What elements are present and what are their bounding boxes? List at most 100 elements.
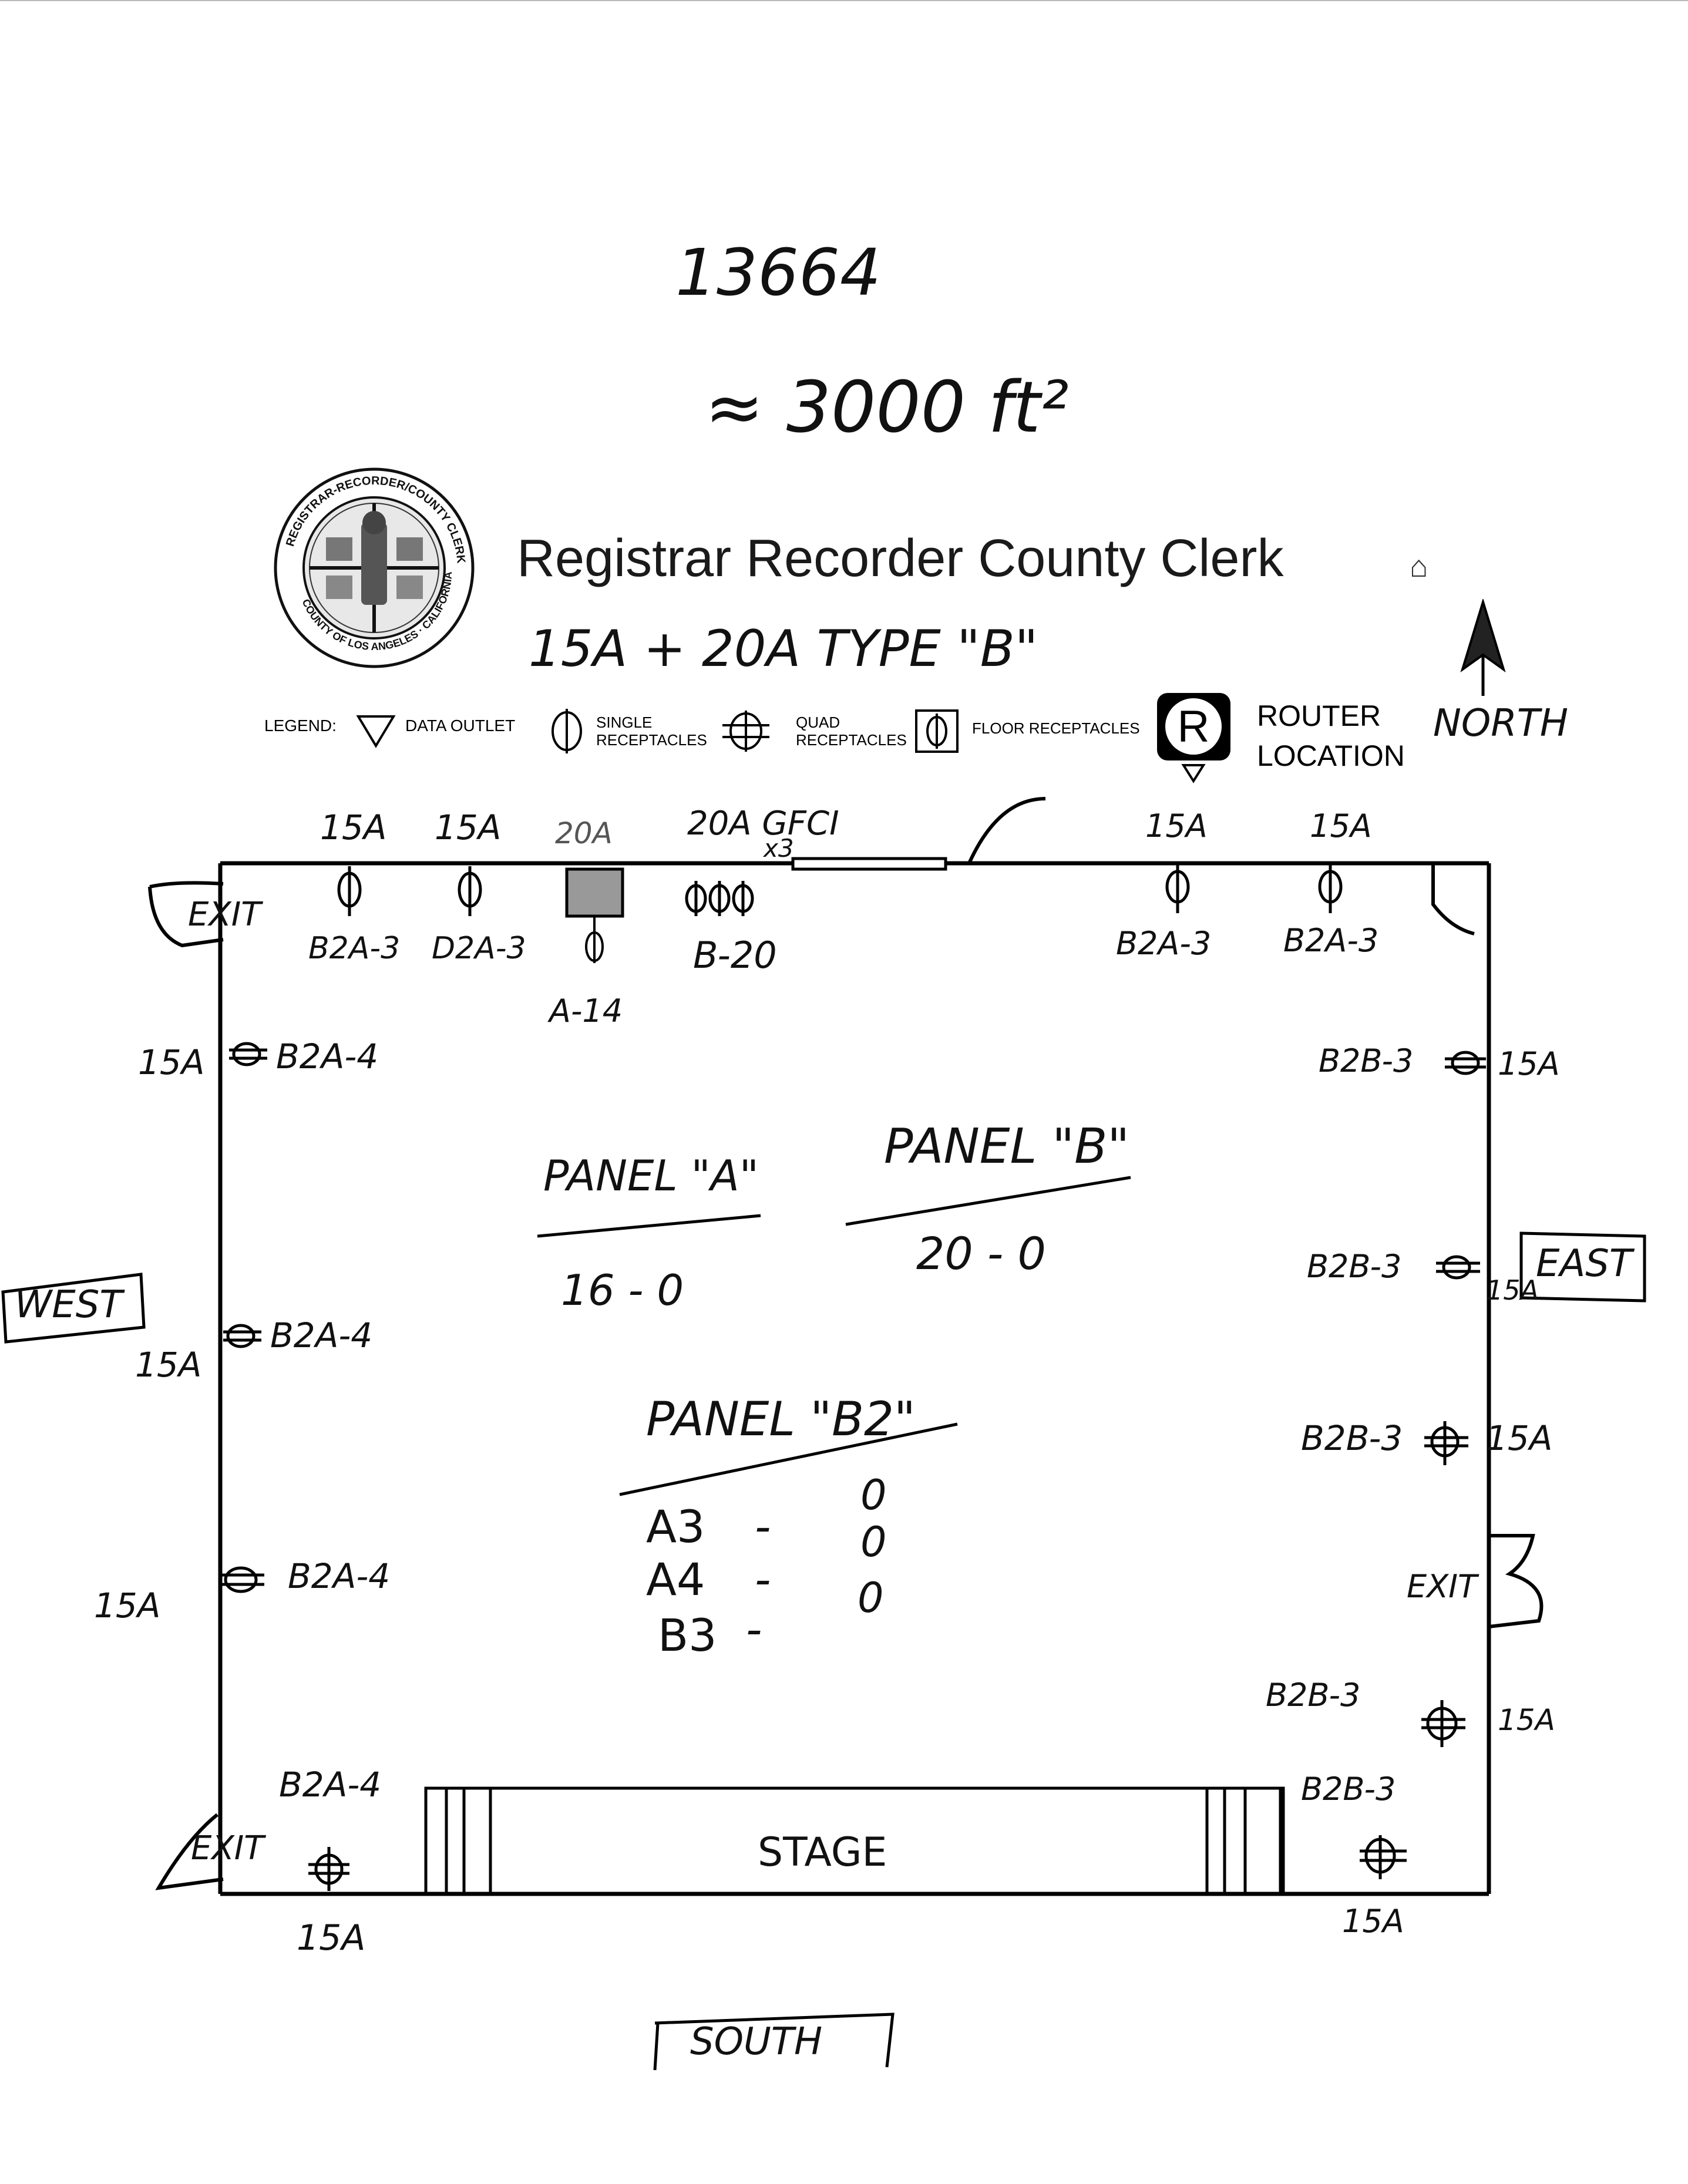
floor-receptacle-r3 [565, 867, 624, 963]
gfci-receptacles [685, 881, 754, 916]
north-arrow-icon [1442, 599, 1512, 699]
b2-row-circuit: A4 [646, 1553, 705, 1606]
county-seal-logo: REGISTRAR-RECORDER/COUNTY CLERK COUNTY O… [273, 467, 476, 669]
panel-a-title: PANEL "A" [543, 1151, 759, 1200]
e4-amp: 15A [1498, 1703, 1555, 1737]
e2-circuit: B2B-3 [1307, 1248, 1402, 1285]
south-box [653, 2013, 895, 2071]
r3-circuit: A-14 [549, 992, 623, 1029]
single-receptacle-r1 [337, 866, 362, 916]
b2-row-circuit: A3 [646, 1500, 705, 1553]
east-label: EAST [1536, 1242, 1632, 1286]
quad-receptacle-w3 [220, 1566, 264, 1593]
home-icon: ⌂ [1410, 550, 1428, 584]
r2-circuit: D2A-3 [432, 931, 526, 966]
panel-b2-title: PANEL "B2" [646, 1392, 916, 1446]
r5-circuit: B2A-3 [1116, 925, 1212, 962]
b2-row-dash: - [755, 1553, 771, 1606]
panel-b-value: 20 - 0 [916, 1227, 1046, 1280]
b2-row-value: 0 [860, 1471, 887, 1519]
west-label: WEST [15, 1283, 123, 1327]
w1-circuit: B2A-4 [276, 1037, 379, 1076]
panel-b-title: PANEL "B" [884, 1119, 1130, 1175]
door-swing-north [967, 797, 1046, 864]
quad-receptacle-e1 [1445, 1051, 1486, 1075]
e3-amp: 15A [1486, 1418, 1553, 1458]
r5-amp: 15A [1145, 807, 1208, 844]
w1-amp: 15A [138, 1042, 205, 1082]
r6-amp: 15A [1310, 807, 1372, 844]
east-box [1519, 1231, 1646, 1303]
panel-a-value: 16 - 0 [561, 1266, 684, 1315]
north-label: NORTH [1433, 702, 1568, 745]
b2-row-value: 0 [860, 1518, 887, 1566]
quad-receptacle-sw [308, 1847, 349, 1891]
se-circuit: B2B-3 [1301, 1771, 1396, 1808]
legend-floor: FLOOR RECEPTACLES [972, 719, 1140, 737]
b2-row-value: 0 [858, 1574, 884, 1622]
quad-receptacle-e2 [1436, 1255, 1480, 1280]
exit-label-sw: EXIT [191, 1829, 264, 1867]
r2-amp: 15A [435, 807, 502, 847]
room-outline [218, 861, 1491, 1896]
quad-receptacle-se [1360, 1835, 1407, 1879]
w2-amp: 15A [135, 1345, 202, 1385]
r1-circuit: B2A-3 [308, 931, 401, 966]
panel-b2-underline [619, 1422, 958, 1496]
r6-circuit: B2A-3 [1283, 922, 1379, 959]
single-receptacle-r6 [1318, 864, 1343, 913]
type-note: 15A + 20A TYPE "B" [529, 620, 1038, 678]
legend-router-line2: LOCATION [1257, 739, 1405, 772]
legend-single: SINGLE RECEPTACLES [596, 714, 707, 749]
quad-receptacle-w1 [229, 1042, 267, 1066]
w3-amp: 15A [94, 1586, 161, 1626]
r4-circuit: B-20 [693, 934, 777, 977]
page-title: Registrar Recorder County Clerk [517, 529, 1284, 588]
router-icon: R [1154, 690, 1236, 784]
e1-amp: 15A [1498, 1045, 1560, 1082]
exit-door-se [1488, 1534, 1544, 1628]
exit-label-nw: EXIT [188, 896, 261, 934]
single-receptacle-r2 [458, 866, 482, 916]
legend-label: LEGEND: [264, 716, 337, 735]
se-amp: 15A [1342, 1903, 1404, 1940]
r4-amp: 20A GFCI [687, 805, 839, 843]
e1-circuit: B2B-3 [1319, 1042, 1414, 1079]
page-top-border [0, 0, 1688, 1]
single-receptacle-icon [546, 708, 587, 755]
w3-circuit: B2A-4 [288, 1556, 391, 1596]
b2-row-circuit: B3 [658, 1609, 717, 1661]
floor-receptacle-icon [913, 708, 960, 755]
panel-a-underline [537, 1214, 761, 1238]
sw-circuit: B2A-4 [279, 1765, 382, 1805]
exit-label-se: EXIT [1407, 1568, 1478, 1605]
b2-row-dash: - [746, 1603, 762, 1655]
r4-mult: x3 [764, 834, 794, 863]
south-label: SOUTH [690, 2020, 823, 2064]
e4-circuit: B2B-3 [1266, 1677, 1361, 1714]
b2-row-dash: - [755, 1500, 771, 1553]
panel-b-underline [845, 1176, 1131, 1226]
handwritten-area: ≈ 3000 ft² [705, 367, 1069, 449]
handwritten-job-number: 13664 [675, 235, 881, 310]
stage-area [424, 1786, 1285, 1896]
legend-data-outlet: DATA OUTLET [405, 716, 516, 735]
quad-receptacle-e4 [1421, 1700, 1465, 1747]
e3-circuit: B2B-3 [1301, 1418, 1403, 1458]
data-outlet-icon [355, 714, 396, 749]
r3-amp: 20A [555, 816, 613, 850]
west-box [1, 1273, 146, 1344]
router-letter: R [1178, 702, 1210, 752]
single-receptacle-r5 [1165, 864, 1190, 913]
north-door [791, 857, 947, 871]
legend-router-line1: ROUTER [1257, 699, 1381, 732]
stage-label: STAGE [758, 1829, 887, 1876]
quad-receptacle-w2 [223, 1324, 261, 1348]
door-swing-ne [1431, 863, 1475, 935]
quad-receptacle-icon [719, 708, 772, 755]
w2-circuit: B2A-4 [270, 1315, 373, 1355]
quad-receptacle-e3 [1424, 1421, 1468, 1465]
exit-door-nw [148, 881, 224, 948]
legend-quad: QUAD RECEPTACLES [796, 714, 907, 749]
